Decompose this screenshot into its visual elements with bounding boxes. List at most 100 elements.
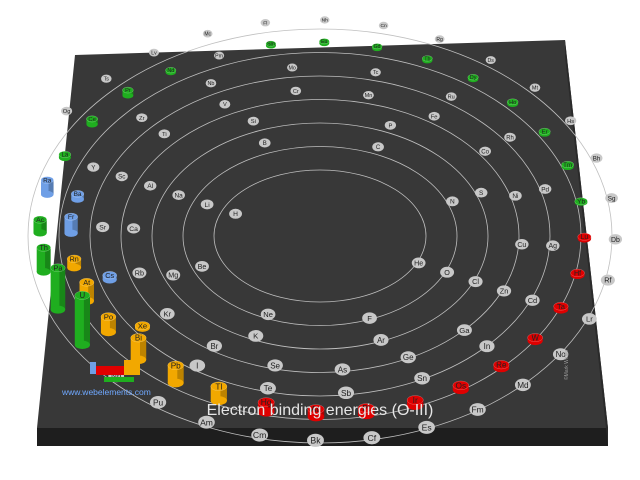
element-ni[interactable]: Ni (509, 190, 522, 201)
element-sr[interactable]: Sr (96, 221, 110, 233)
element-ar[interactable]: Ar (373, 334, 389, 346)
element-ga[interactable]: Ga (456, 324, 472, 336)
element-cl[interactable]: Cl (468, 276, 483, 288)
element-cs[interactable]: Cs (102, 271, 117, 284)
element-lv[interactable]: Lv (148, 48, 159, 57)
element-y[interactable]: Y (87, 162, 100, 172)
element-fl[interactable]: Fl (260, 18, 271, 26)
element-pu[interactable]: Pu (149, 395, 167, 409)
element-sb[interactable]: Sb (337, 386, 355, 400)
element-ho[interactable]: Ho (506, 98, 519, 108)
element-fe[interactable]: Fe (428, 111, 440, 121)
element-ds[interactable]: Ds (485, 56, 496, 65)
element-k[interactable]: K (248, 330, 264, 342)
element-b[interactable]: B (258, 138, 271, 148)
element-tm[interactable]: Tm (561, 160, 574, 171)
element-cd[interactable]: Cd (525, 294, 540, 306)
element-rb[interactable]: Rb (132, 267, 147, 279)
element-er[interactable]: Er (538, 127, 551, 137)
element-ti[interactable]: Ti (158, 129, 171, 139)
element-w[interactable]: W (527, 333, 543, 346)
element-cn[interactable]: Cn (378, 21, 389, 29)
element-u[interactable]: U (74, 290, 91, 350)
element-xe[interactable]: Xe (134, 321, 151, 332)
element-ce[interactable]: Ce (86, 115, 99, 128)
element-ta[interactable]: Ta (553, 302, 569, 314)
element-ne[interactable]: Ne (260, 308, 276, 321)
element-rn[interactable]: Rn (66, 254, 82, 272)
element-cm[interactable]: Cm (251, 428, 269, 442)
element-hf[interactable]: Hf (570, 269, 585, 279)
element-hg[interactable]: Hg (257, 397, 275, 417)
element-gd[interactable]: Gd (371, 43, 383, 52)
element-ac[interactable]: Ac (33, 215, 47, 237)
element-as[interactable]: As (334, 363, 351, 376)
element-eu[interactable]: Eu (319, 38, 330, 47)
element-md[interactable]: Md (514, 378, 531, 392)
element-no[interactable]: No (552, 348, 569, 361)
element-bh[interactable]: Bh (590, 153, 603, 163)
element-s[interactable]: S (474, 187, 488, 198)
element-tb[interactable]: Tb (421, 55, 433, 64)
element-os[interactable]: Os (452, 380, 470, 395)
element-bi[interactable]: Bi (130, 333, 147, 365)
element-sc[interactable]: Sc (115, 171, 128, 182)
element-ts[interactable]: Ts (101, 74, 112, 83)
element-te[interactable]: Te (259, 382, 276, 395)
element-se[interactable]: Se (267, 359, 283, 372)
element-sn[interactable]: Sn (414, 372, 431, 385)
element-fr[interactable]: Fr (64, 212, 78, 237)
element-rh[interactable]: Rh (504, 132, 516, 142)
element-i[interactable]: I (189, 359, 206, 372)
element-pa[interactable]: Pa (50, 264, 66, 314)
element-tl[interactable]: Tl (210, 381, 228, 406)
element-n[interactable]: N (446, 196, 459, 207)
element-cu[interactable]: Cu (515, 239, 529, 250)
element-tc[interactable]: Tc (370, 68, 381, 77)
element-nd[interactable]: Nd (165, 67, 177, 76)
element-si[interactable]: Si (247, 116, 259, 126)
element-sm[interactable]: Sm (265, 40, 277, 49)
element-h[interactable]: H (229, 208, 243, 219)
element-cr[interactable]: Cr (290, 86, 302, 96)
element-yb[interactable]: Yb (574, 197, 588, 206)
website-link[interactable]: www.webelements.com (61, 387, 151, 397)
element-au[interactable]: Au (307, 404, 325, 422)
element-pb[interactable]: Pb (167, 360, 184, 388)
element-nh[interactable]: Nh (320, 16, 330, 24)
element-ir[interactable]: Ir (406, 395, 424, 410)
element-db[interactable]: Db (608, 234, 623, 245)
element-o[interactable]: O (440, 266, 455, 278)
element-mn[interactable]: Mn (363, 90, 374, 100)
element-br[interactable]: Br (206, 340, 222, 352)
element-rg[interactable]: Rg (434, 35, 445, 43)
element-cf[interactable]: Cf (363, 431, 381, 445)
element-th[interactable]: Th (36, 243, 51, 276)
element-re[interactable]: Re (493, 360, 510, 373)
element-pm[interactable]: Pm (214, 51, 225, 60)
element-f[interactable]: F (362, 312, 377, 324)
element-am[interactable]: Am (198, 415, 215, 429)
element-kr[interactable]: Kr (159, 308, 175, 320)
element-po[interactable]: Po (100, 312, 117, 337)
element-nb[interactable]: Nb (205, 79, 217, 88)
element-mt[interactable]: Mt (529, 83, 541, 92)
element-ra[interactable]: Ra (40, 176, 54, 198)
element-lu[interactable]: Lu (577, 232, 592, 243)
element-mg[interactable]: Mg (166, 269, 181, 281)
element-c[interactable]: C (372, 142, 384, 152)
element-bk[interactable]: Bk (307, 433, 324, 447)
element-pd[interactable]: Pd (538, 184, 552, 194)
element-ca[interactable]: Ca (127, 223, 141, 234)
element-in[interactable]: In (479, 340, 495, 353)
element-sg[interactable]: Sg (605, 193, 618, 204)
element-ge[interactable]: Ge (400, 351, 416, 364)
element-p[interactable]: P (384, 120, 397, 130)
element-og[interactable]: Og (61, 106, 73, 116)
element-al[interactable]: Al (144, 180, 157, 191)
webelements-logo[interactable] (90, 360, 140, 382)
element-zn[interactable]: Zn (496, 285, 512, 297)
element-lr[interactable]: Lr (581, 313, 597, 325)
element-fm[interactable]: Fm (469, 403, 486, 416)
element-pr[interactable]: Pr (122, 86, 134, 99)
